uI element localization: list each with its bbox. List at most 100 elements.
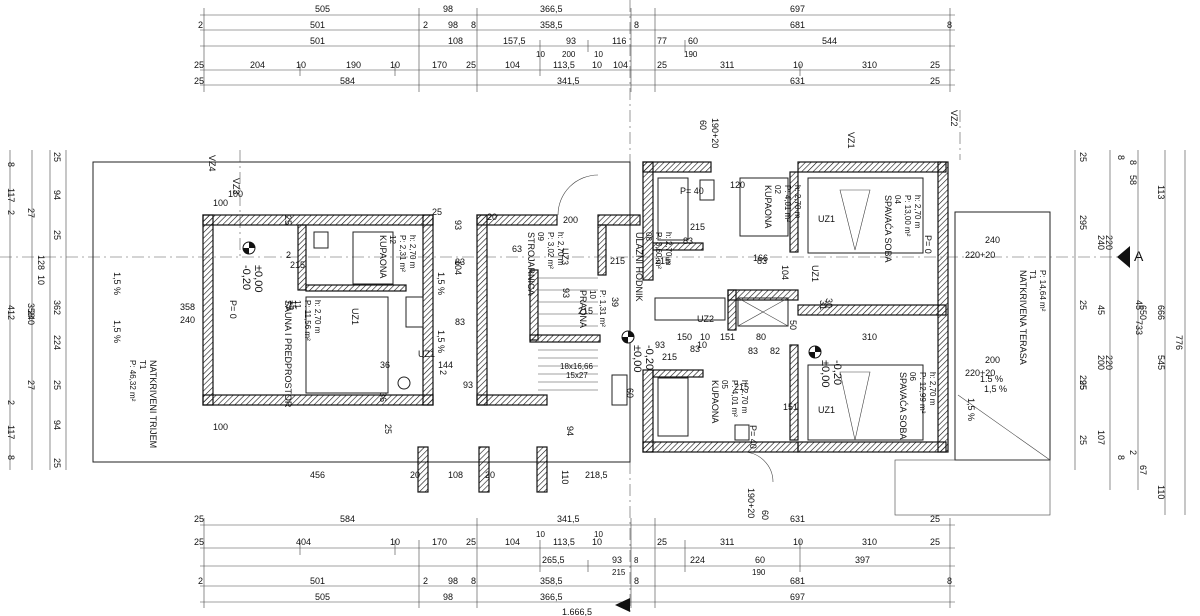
- svg-text:P: 13,00 m²: P: 13,00 m²: [903, 195, 912, 237]
- fixtures: [305, 174, 924, 483]
- interior-dim-14: 144: [438, 360, 453, 370]
- bot-dim-5-b: 98: [443, 592, 453, 602]
- top-dim-3s-b: 200: [562, 50, 576, 59]
- top-dim-5-b: 584: [340, 76, 355, 86]
- interior-dim-2: 456: [310, 470, 325, 480]
- interior-dim-35: 150: [677, 332, 692, 342]
- bot-dim-1-c: 341,5: [557, 514, 580, 524]
- right-d-2: 666: [1156, 305, 1166, 320]
- bathtub-icon-2: [657, 377, 689, 437]
- slope-1: 1,5 %: [112, 272, 122, 295]
- p40-bottom: P= 40: [748, 425, 758, 449]
- bot-dim-2-k: 10: [793, 537, 803, 547]
- top-dim-2-i: 8: [947, 20, 952, 30]
- bot-dim-4-f: 358,5: [540, 576, 563, 586]
- wardrobe-icon: [737, 297, 789, 327]
- svg-text:h: 2,70 m: h: 2,70 m: [913, 195, 922, 229]
- interior-dim-21: 83: [455, 317, 465, 327]
- interior-dim-0: 100: [213, 198, 228, 208]
- svg-text:P: 46,32 m²: P: 46,32 m²: [128, 360, 137, 402]
- svg-text:h: 2,70 m: h: 2,70 m: [313, 300, 322, 334]
- svg-text:12: 12: [388, 235, 397, 244]
- interior-dim-26: 93: [561, 288, 571, 298]
- svg-text:06: 06: [908, 372, 917, 381]
- left-mid-4: 27: [26, 380, 36, 390]
- room-strojarnica: STROJARNICA 09 P: 3,02 m² h: 2,70 m: [526, 232, 565, 296]
- interior-dim-50: 220+20: [965, 250, 995, 260]
- top-dim-3-g: 60: [688, 36, 698, 46]
- bot-dim-2-e: 25: [466, 537, 476, 547]
- bot-dim-4-g: 8: [634, 576, 639, 586]
- stair-label-2: 15x27: [566, 371, 588, 380]
- left-mid-3: 240: [26, 310, 36, 325]
- top-dim-2-g: 8: [634, 20, 639, 30]
- stair-label: 18x16,66: [560, 362, 593, 371]
- right-b-1: 240: [1096, 235, 1106, 250]
- room-spavaca-2: SPAVAĆA SOBA 06 P: 12,99 m² h: 2,70 m: [898, 372, 937, 440]
- left-inner-2: 94: [52, 190, 62, 200]
- svg-text:P: 1,31 m²: P: 1,31 m²: [598, 290, 607, 327]
- top-dim-2-d: 98: [448, 20, 458, 30]
- interior-dim-25: 63: [512, 244, 522, 254]
- bot-dim-4-a: 2: [198, 576, 203, 586]
- toilet-icon-3: [734, 424, 750, 441]
- top-dim-2-c: 2: [423, 20, 428, 30]
- interior-dim-8: 358: [180, 302, 195, 312]
- bot-dim-2-g: 113,5: [553, 537, 575, 547]
- interior-dim-18: 215: [290, 260, 305, 270]
- top-dim-2-b: 501: [310, 20, 325, 30]
- svg-text:T1: T1: [1028, 270, 1037, 280]
- svg-text:P: 3,02 m²: P: 3,02 m²: [546, 232, 555, 269]
- interior-dim-67: 1.5 %: [980, 374, 1003, 384]
- top-dim-4-c: 10: [296, 60, 306, 70]
- bot-dim-5-c: 366,5: [540, 592, 563, 602]
- uz3: UZ3: [560, 248, 570, 265]
- interior-dim-11: 36: [380, 360, 390, 370]
- interior-dim-9: 240: [180, 315, 195, 325]
- right-d-1: 650: [1138, 305, 1148, 320]
- bot-dim-2-l: 310: [862, 537, 877, 547]
- svg-text:P: 3,60 m²: P: 3,60 m²: [654, 232, 663, 269]
- right-a-2: 25: [1078, 300, 1088, 310]
- left-outer-3: 2: [6, 210, 16, 215]
- top-dim-2-a: 2: [198, 20, 203, 30]
- room-praona: PRAONA 10 P: 1,31 m²: [578, 290, 607, 328]
- interior-dim-33: 166: [753, 253, 768, 263]
- left-inner-3: 25: [52, 230, 62, 240]
- interior-dim-6: 110: [560, 470, 570, 484]
- interior-dim-13: 25: [383, 424, 393, 434]
- bot-dim-1s-b: 10: [594, 530, 603, 539]
- left-misc-2: 10: [36, 275, 46, 285]
- bed-icon-2: [807, 364, 924, 441]
- top-dim-4-b: 204: [250, 60, 265, 70]
- right-a-4: 25: [1078, 435, 1088, 445]
- interior-dim-37: 151: [720, 332, 735, 342]
- right-e-1: 776: [1174, 335, 1184, 350]
- shower-icon-2: [739, 177, 789, 237]
- bot-dim-2-a: 25: [194, 537, 204, 547]
- level-3-a: ±0,00: [819, 360, 831, 387]
- bot-total: 1.666,5: [562, 607, 592, 616]
- svg-text:SAUNA I PREDPROSTOR: SAUNA I PREDPROSTOR: [283, 300, 293, 408]
- sink-icon: [405, 296, 424, 328]
- svg-text:SPAVAĆA SOBA: SPAVAĆA SOBA: [898, 372, 908, 440]
- interior-dim-34: 104: [780, 265, 790, 280]
- interior-dim-63: 60: [625, 388, 635, 398]
- interior-dim-39: 31: [818, 300, 828, 310]
- interior-dim-1: 100: [213, 422, 228, 432]
- stair-treads: [538, 277, 598, 391]
- top-dim-1-c: 366,5: [540, 4, 563, 14]
- slope-4: 1,5 %: [436, 330, 446, 353]
- left-outer-2: 117: [6, 188, 16, 202]
- svg-text:P: 12,99 m²: P: 12,99 m²: [918, 372, 927, 414]
- right-f-2: 110: [1156, 485, 1166, 499]
- room-kupaona-2: KUPAONA 02 P: 4,01 m² h: 2,70 m: [763, 185, 802, 228]
- right-dimension-chains: 25 25 25 25 295 295 240 220 45 200 220 1…: [1074, 150, 1186, 515]
- interior-dim-47: 151: [783, 402, 798, 412]
- bot-dim-4-c: 2: [423, 576, 428, 586]
- interior-dim-29: 215: [610, 256, 625, 266]
- interior-dim-57: 215: [690, 222, 705, 232]
- interior-dim-52: 220+20: [965, 368, 995, 378]
- right-f-1: 67: [1138, 465, 1148, 475]
- top-dim-4-d: 190: [346, 60, 361, 70]
